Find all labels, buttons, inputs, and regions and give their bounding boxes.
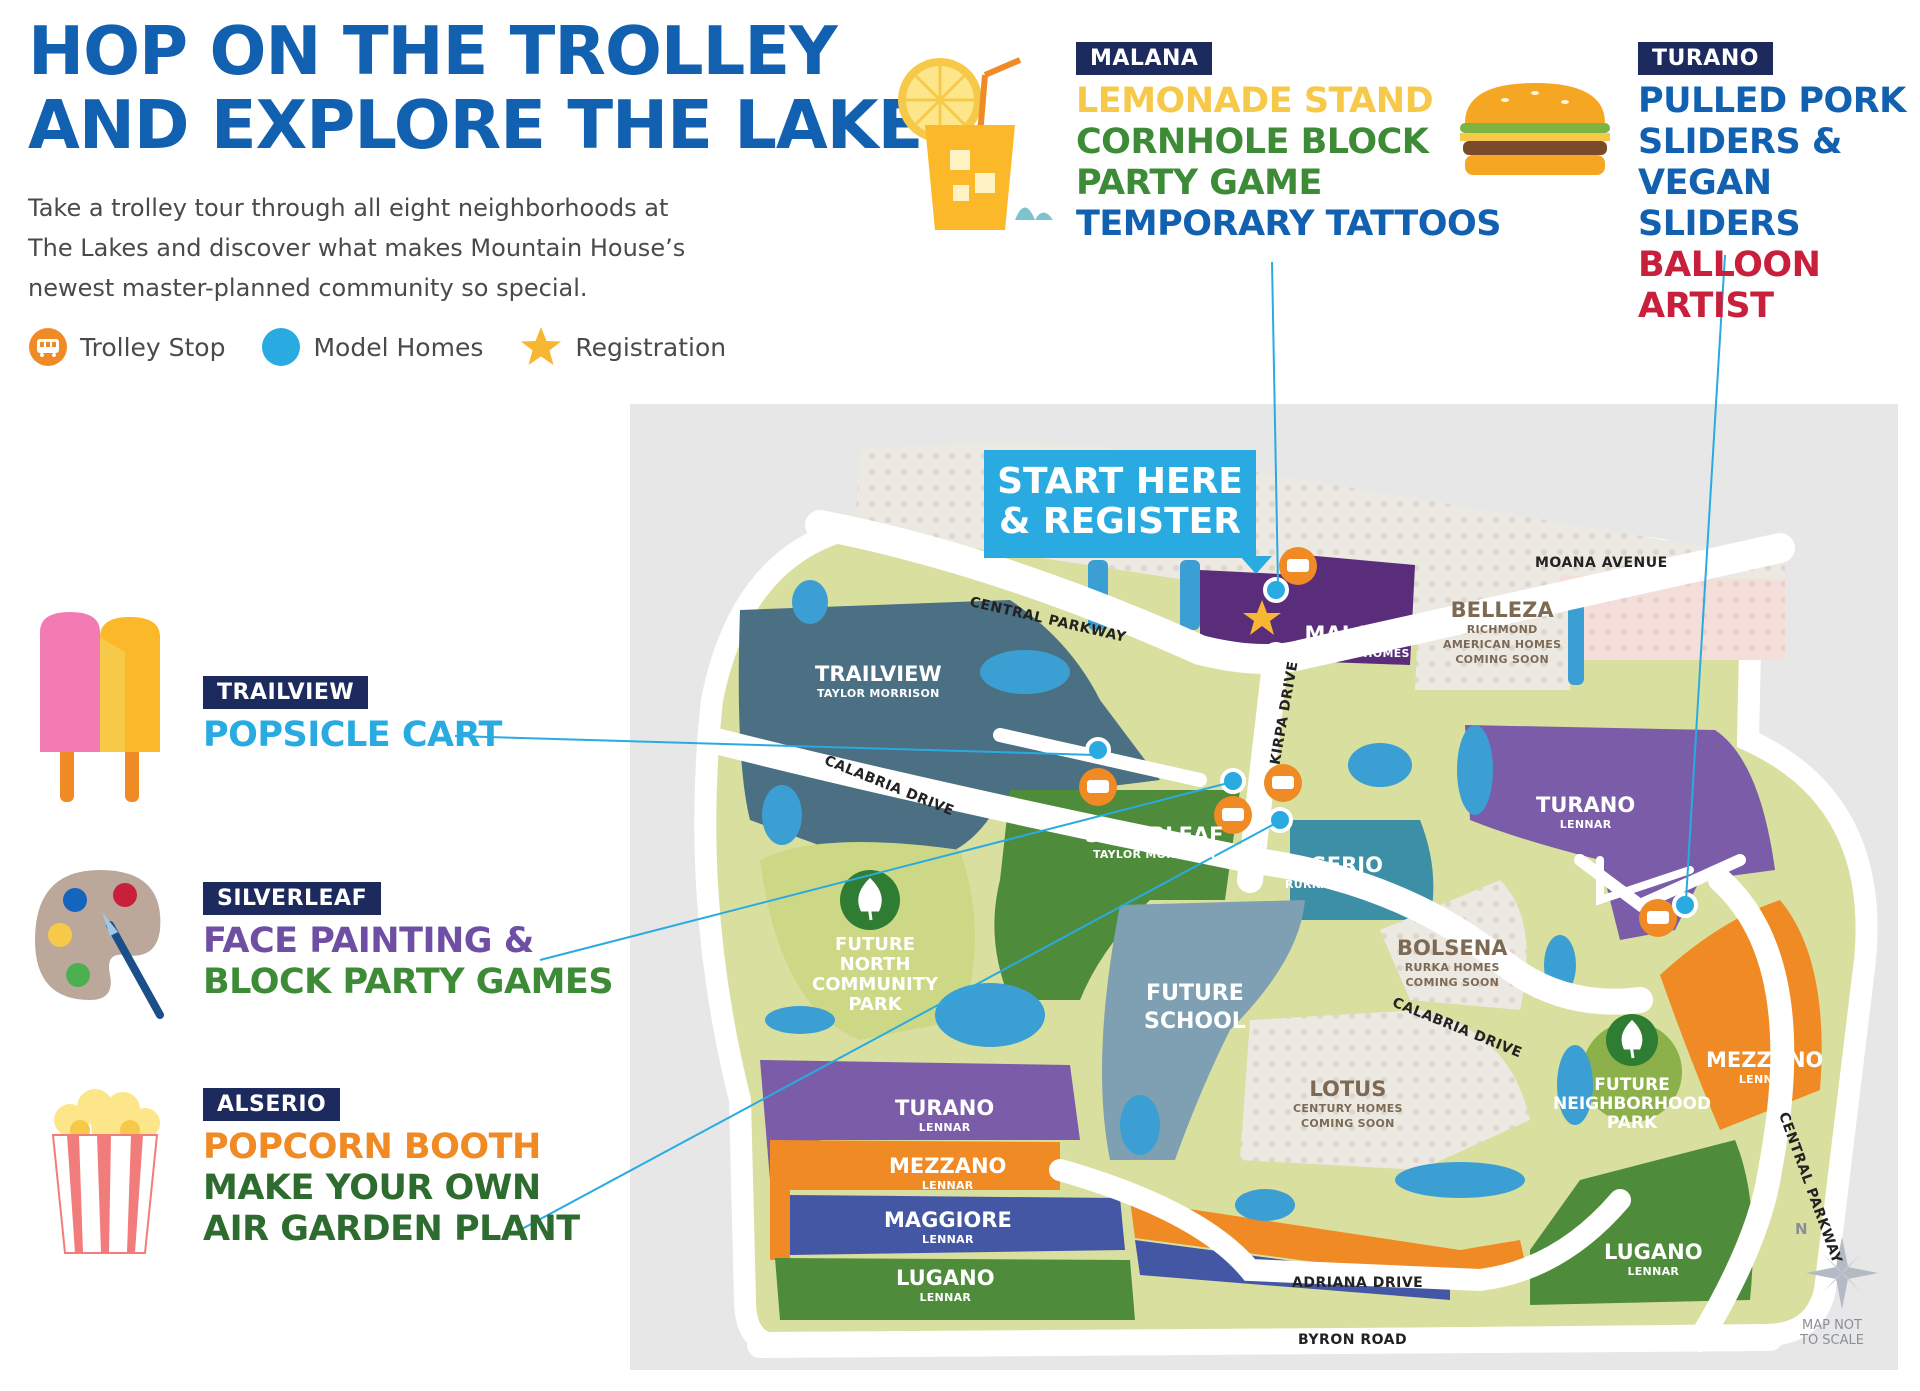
label-mezzano-east: MEZZANO LENNAR (1706, 1048, 1824, 1086)
lakes (762, 560, 1593, 1221)
label-future-school: FUTURE SCHOOL (1144, 981, 1246, 1034)
label-trailview: TRAILVIEW TAYLOR MORRISON (815, 662, 942, 700)
leader-lines (454, 254, 1726, 1231)
label-turano-east: TURANO LENNAR (1536, 793, 1636, 831)
model-home-dot-icon (262, 328, 301, 366)
callout-malana-line-3: PARTY GAME (1076, 163, 1322, 203)
area-lotus (1240, 1010, 1530, 1170)
legend-registration-label: Registration (575, 332, 727, 362)
trolley-stop-silverleaf (1214, 796, 1252, 834)
label-turano-west: TURANO LENNAR (895, 1096, 995, 1134)
intro-text: Take a trolley tour through all eight ne… (28, 188, 728, 308)
label-bolsena: BOLSENA RURKA HOMES COMING SOON (1397, 936, 1508, 989)
label-mezzano-west: MEZZANO LENNAR (889, 1154, 1007, 1192)
page-title: HOP ON THE TROLLEY AND EXPLORE THE LAKES (28, 12, 971, 164)
callout-turano-line-4: BALLOON ARTIST (1638, 245, 1821, 326)
callout-malana-line-4: TEMPORARY TATTOOS (1076, 204, 1501, 244)
area-turano-east (1465, 725, 1775, 940)
area-turano-west (760, 1060, 1080, 1180)
label-belleza: BELLEZA RICHMOND AMERICAN HOMES COMING S… (1443, 598, 1562, 666)
star-icon (521, 327, 562, 365)
callout-trailview-line-1: POPSICLE CART (203, 715, 502, 755)
legend-model-homes-label: Model Homes (313, 332, 484, 362)
tree-icon (1606, 1014, 1658, 1066)
label-future-neighborhood-park: FUTURE NEIGHBORHOOD PARK (1553, 1075, 1712, 1133)
start-line-1: START HERE (997, 461, 1243, 502)
roads (699, 510, 1795, 1358)
trolley-icon (29, 328, 67, 366)
callout-alserio: ALSERIO POPCORN BOOTH MAKE YOUR OWN AIR … (203, 1088, 580, 1250)
label-future-north-park: FUTURE NORTH COMMUNITY PARK (812, 934, 939, 1015)
start-line-2: & REGISTER (999, 501, 1241, 542)
callout-turano-line-1: PULLED PORK (1638, 81, 1906, 121)
title-line-2: AND EXPLORE THE LAKES (28, 86, 971, 164)
label-lugano-east: LUGANO LENNAR (1604, 1240, 1703, 1278)
callout-malana: MALANA LEMONADE STAND CORNHOLE BLOCK PAR… (1076, 42, 1501, 245)
callout-silverleaf-line-1: FACE PAINTING & (203, 921, 534, 961)
callout-turano-line-2: SLIDERS & (1638, 122, 1842, 162)
callout-turano: TURANO PULLED PORK SLIDERS & VEGAN SLIDE… (1638, 42, 1920, 327)
area-adriana-lots (1130, 1200, 1525, 1280)
popcorn-icon (51, 1089, 160, 1254)
tree-icon (840, 870, 900, 930)
area-future-school (1102, 900, 1305, 1160)
legend-item-trolley: Trolley Stop (28, 327, 225, 367)
label-maggiore: MAGGIORE LENNAR (884, 1208, 1012, 1246)
intro-line-1: Take a trolley tour through all eight ne… (28, 194, 669, 222)
title-line-1: HOP ON THE TROLLEY (28, 12, 838, 90)
label-silverleaf: SILVERLEAF TAYLOR MORRISON (1085, 823, 1224, 861)
trolley-stop-turano (1639, 899, 1677, 937)
lemonade-icon (898, 57, 1053, 230)
callout-malana-tag: MALANA (1076, 42, 1213, 75)
callout-alserio-line-2: MAKE YOUR OWN (203, 1168, 541, 1208)
label-lugano-west: LUGANO LENNAR (896, 1266, 995, 1304)
road-moana-avenue: MOANA AVENUE (1535, 555, 1668, 571)
area-mezzano-west (770, 1140, 1060, 1260)
area-lugano-east (1530, 1140, 1753, 1305)
trolley-stop-trailview (1079, 768, 1117, 806)
area-maggiore (790, 1195, 1125, 1255)
label-lotus: LOTUS CENTURY HOMES COMING SOON (1293, 1077, 1403, 1130)
label-alserio: ALSERIO RURKA HOMES (1282, 853, 1383, 891)
legend-item-model-homes: Model Homes (261, 327, 483, 367)
callout-malana-line-1: LEMONADE STAND (1076, 81, 1434, 121)
start-box-pointer (1240, 556, 1272, 574)
callout-silverleaf-tag: SILVERLEAF (203, 882, 382, 915)
burger-icon (1460, 83, 1610, 175)
intro-line-3: newest master-planned community so speci… (28, 274, 588, 302)
callout-trailview: TRAILVIEW POPSICLE CART (203, 676, 502, 756)
registration-star (1243, 600, 1281, 635)
callout-turano-tag: TURANO (1638, 42, 1773, 75)
callout-trailview-tag: TRAILVIEW (203, 676, 369, 709)
area-lugano-west (775, 1258, 1135, 1320)
callout-silverleaf-line-2: BLOCK PARTY GAMES (203, 962, 614, 1002)
trolley-stops (1079, 547, 1677, 937)
road-byron-road: BYRON ROAD (1298, 1332, 1408, 1348)
map-legend: Trolley Stop Model Homes Registration (28, 325, 748, 369)
popsicle-icon (40, 612, 160, 802)
trolley-stop-kirpa (1264, 764, 1302, 802)
callout-alserio-line-1: POPCORN BOOTH (203, 1127, 541, 1167)
callout-alserio-line-3: AIR GARDEN PLANT (203, 1209, 580, 1249)
callout-turano-line-3: VEGAN SLIDERS (1638, 163, 1801, 244)
trolley-stop-malana (1279, 547, 1317, 585)
paint-palette-icon (35, 870, 164, 1019)
legend-trolley-label: Trolley Stop (80, 332, 226, 362)
area-future-north-park (760, 842, 975, 1040)
map-not-to-scale-note: MAP NOT TO SCALE (1800, 1318, 1864, 1348)
compass-rose-icon (1806, 1237, 1878, 1309)
intro-line-2: The Lakes and discover what makes Mounta… (28, 234, 686, 262)
label-malana: MALANA CENTURY HOMES (1300, 622, 1410, 660)
road-adriana-drive: ADRIANA DRIVE (1292, 1275, 1424, 1291)
compass-north-letter: N (1795, 1220, 1808, 1238)
callout-alserio-tag: ALSERIO (203, 1088, 341, 1121)
area-bolsena (1380, 880, 1527, 1010)
callout-silverleaf: SILVERLEAF FACE PAINTING & BLOCK PARTY G… (203, 882, 614, 1003)
legend-item-registration: Registration (519, 325, 726, 369)
start-here-register-box: START HERE & REGISTER (984, 450, 1256, 558)
callout-malana-line-2: CORNHOLE BLOCK (1076, 122, 1429, 162)
